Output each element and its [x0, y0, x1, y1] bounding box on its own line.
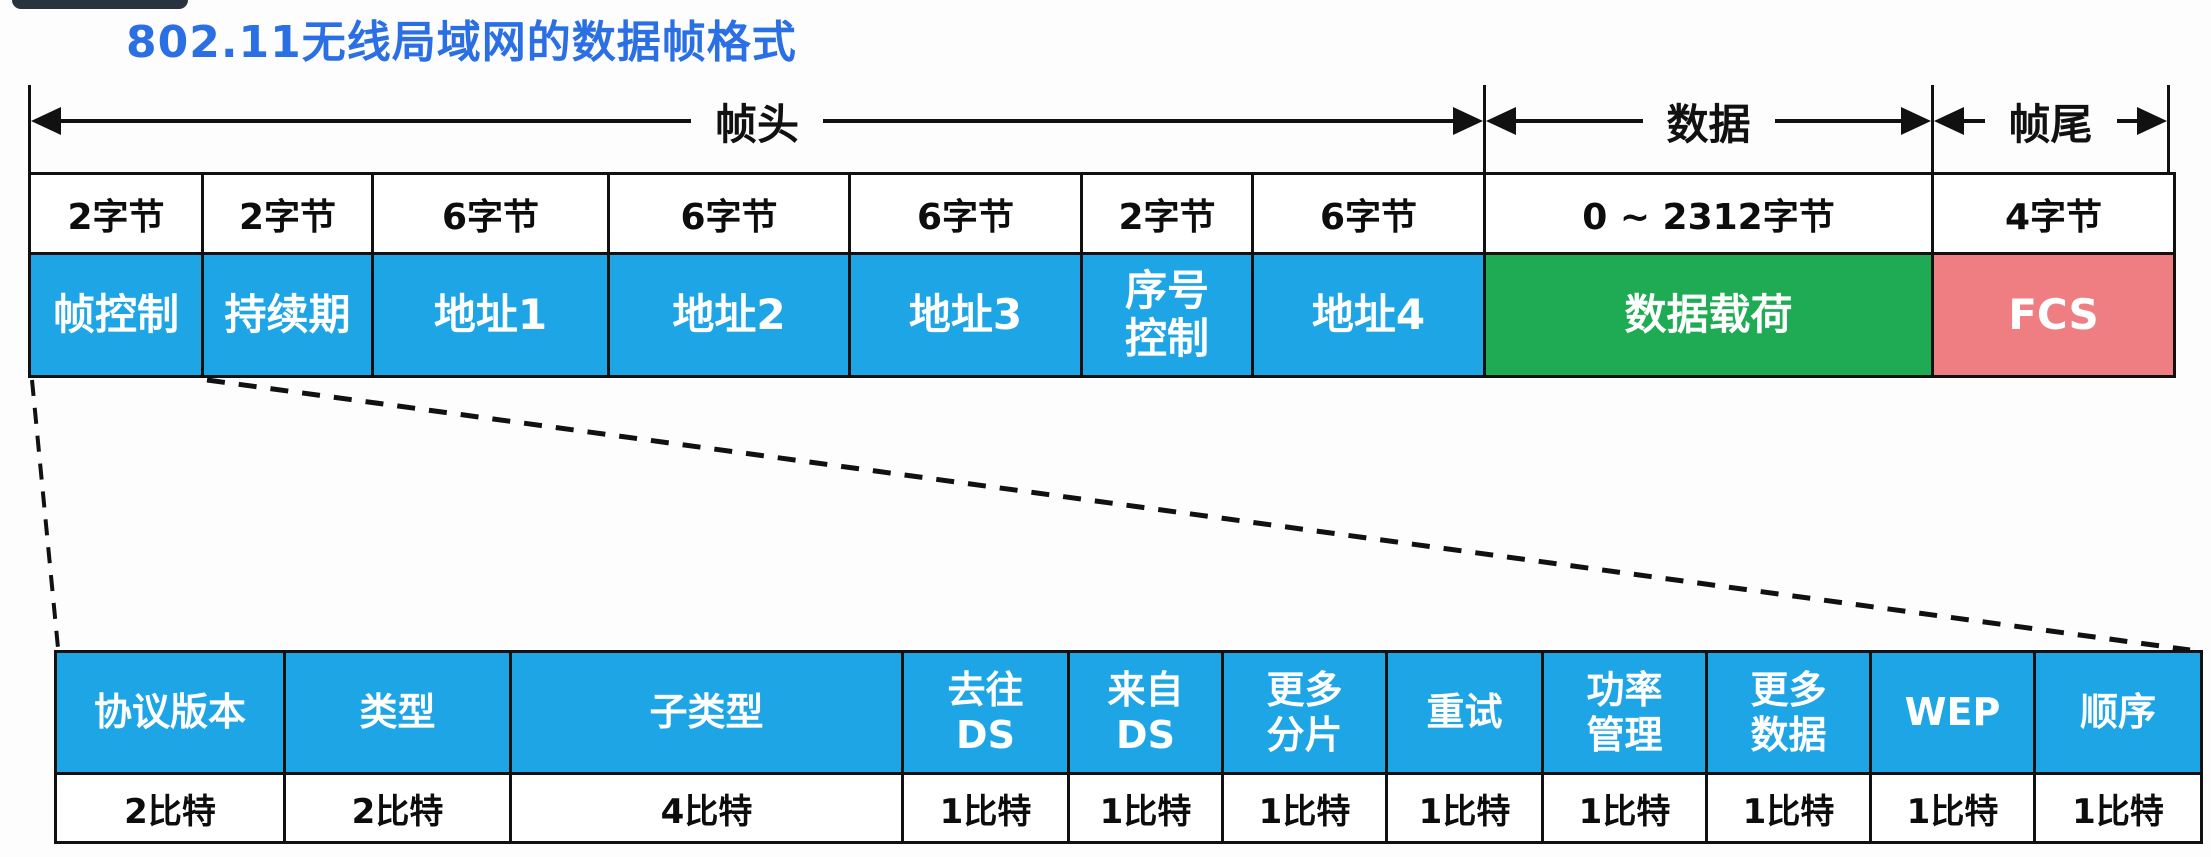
duration-cell: 持续期 [204, 255, 374, 375]
address3-cell: 地址3 [851, 255, 1083, 375]
span-arrow-header: 帧头 [31, 98, 1484, 149]
byte-count-cell: 6字节 [851, 175, 1083, 252]
power-mgmt-cell: 功率 管理 [1544, 653, 1708, 772]
byte-count-cell: 6字节 [374, 175, 610, 252]
bit-count-cell: 2比特 [57, 775, 286, 841]
boundary-tick [1483, 85, 1486, 173]
wep-cell: WEP [1872, 653, 2036, 772]
arrow-right-icon [1453, 107, 1484, 135]
byte-count-cell: 6字节 [1254, 175, 1486, 252]
arrow-left-icon [1486, 107, 1516, 135]
sequence-control-cell: 序号 控制 [1083, 255, 1254, 375]
type-cell: 类型 [286, 653, 512, 772]
frame-format-table: 2字节 2字节 6字节 6字节 6字节 2字节 6字节 0 ~ 2312字节 4… [28, 172, 2176, 378]
fcs-cell: FCS [1934, 255, 2173, 375]
arrow-left-icon [31, 107, 61, 135]
more-frag-cell: 更多 分片 [1224, 653, 1388, 772]
byte-count-cell: 4字节 [1934, 175, 2173, 252]
byte-count-cell: 0 ~ 2312字节 [1486, 175, 1934, 252]
address1-cell: 地址1 [374, 255, 610, 375]
bit-count-cell: 1比特 [1070, 775, 1224, 841]
byte-count-cell: 2字节 [1083, 175, 1254, 252]
span-label-header: 帧头 [715, 99, 800, 149]
arrow-left-icon [1934, 107, 1964, 135]
arrow-right-icon [1901, 107, 1932, 135]
bit-count-cell: 1比特 [1224, 775, 1388, 841]
span-arrow-tail: 帧尾 [1934, 98, 2168, 149]
player-scrubber-artifact [12, 0, 188, 9]
from-ds-cell: 来自 DS [1070, 653, 1224, 772]
span-arrow-data: 数据 [1486, 98, 1932, 149]
span-label-tail: 帧尾 [2008, 99, 2093, 149]
byte-count-cell: 6字节 [610, 175, 851, 252]
address4-cell: 地址4 [1254, 255, 1486, 375]
to-ds-cell: 去往 DS [904, 653, 1070, 772]
subtype-cell: 子类型 [512, 653, 904, 772]
bit-count-cell: 1比特 [1388, 775, 1544, 841]
bit-count-cell: 1比特 [1708, 775, 1872, 841]
span-label-data: 数据 [1666, 99, 1751, 149]
frame-control-detail-table: 协议版本 类型 子类型 去往 DS 来自 DS 更多 分片 重试 功率 管理 更… [54, 650, 2203, 844]
retry-cell: 重试 [1388, 653, 1544, 772]
order-cell: 顺序 [2036, 653, 2200, 772]
field-row: 帧控制 持续期 地址1 地址2 地址3 序号 控制 地址4 数据载荷 FCS [31, 255, 2173, 375]
protocol-version-cell: 协议版本 [57, 653, 286, 772]
bit-count-cell: 1比特 [2036, 775, 2200, 841]
byte-count-row: 2字节 2字节 6字节 6字节 6字节 2字节 6字节 0 ~ 2312字节 4… [31, 175, 2173, 255]
arrow-right-icon [2137, 107, 2168, 135]
detail-field-row: 协议版本 类型 子类型 去往 DS 来自 DS 更多 分片 重试 功率 管理 更… [57, 653, 2200, 775]
address2-cell: 地址2 [610, 255, 851, 375]
frame-control-cell: 帧控制 [31, 255, 204, 375]
bit-count-cell: 1比特 [1872, 775, 2036, 841]
bit-count-cell: 1比特 [1544, 775, 1708, 841]
boundary-tick [2167, 85, 2170, 173]
page-title: 802.11无线局域网的数据帧格式 [126, 17, 797, 68]
more-data-cell: 更多 数据 [1708, 653, 1872, 772]
boundary-tick [1931, 85, 1934, 173]
bit-count-cell: 2比特 [286, 775, 512, 841]
byte-count-cell: 2字节 [31, 175, 204, 252]
payload-cell: 数据载荷 [1486, 255, 1934, 375]
detail-bit-row: 2比特 2比特 4比特 1比特 1比特 1比特 1比特 1比特 1比特 1比特 … [57, 775, 2200, 841]
byte-count-cell: 2字节 [204, 175, 374, 252]
boundary-tick [28, 85, 31, 173]
bit-count-cell: 4比特 [512, 775, 904, 841]
bit-count-cell: 1比特 [904, 775, 1070, 841]
